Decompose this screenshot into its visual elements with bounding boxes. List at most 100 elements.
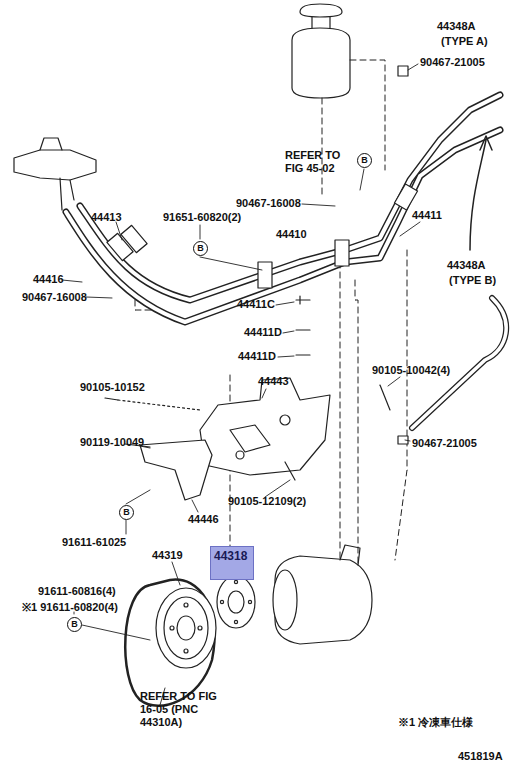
part-number: 44416 [33,273,64,286]
drawing-stroke [80,95,500,300]
drawing-stroke [400,222,420,236]
drawing-stroke [276,302,294,305]
drawing-stroke [140,440,212,500]
part-number: 90467-21005 [420,56,485,69]
drawing-stroke [340,262,341,560]
drawing-stroke [192,500,198,512]
drawing-stroke [170,626,174,630]
circled-mark: B [67,617,82,632]
drawing-stroke [74,612,150,640]
drawing-stroke [300,4,342,17]
drawing-stroke [164,597,208,659]
drawing-stroke [14,4,506,706]
drawing-stroke [230,425,270,452]
drawing-stroke [156,588,216,668]
circled-mark: B [193,241,208,256]
part-number: 90105-10042(4) [372,364,450,377]
drawing-stroke [296,354,310,355]
drawing-stroke [62,280,82,282]
part-number: 44411C [237,298,275,311]
drawing-stroke [217,576,255,628]
note-text: REFER TO FIG 45-02 [285,149,351,175]
drawing-stroke [234,620,237,623]
drawing-stroke [412,298,506,428]
drawing-stroke [280,415,290,425]
drawing-stroke [184,649,188,653]
drawing-stroke [285,462,295,480]
part-number: 44348A [447,259,486,272]
part-number: 90105-10152 [80,381,145,394]
drawing-stroke [258,262,272,288]
drawing-stroke [135,60,407,590]
drawing-stroke [412,298,506,428]
part-number: 91611-61025 [62,536,126,549]
drawing-stroke [480,136,492,150]
part-number: 44411D [244,326,282,339]
part-number: 44446 [188,513,219,526]
part-number: 90467-16008 [236,197,301,210]
part-number: 90105-12109(2) [228,495,306,508]
drawing-stroke [66,130,500,322]
part-number: ※1 冷凍車仕様 [398,716,473,729]
drawing-stroke [405,440,410,441]
note-text: (TYPE A) [441,35,488,48]
drawing-stroke [278,356,294,357]
drawing-stroke [116,222,122,240]
part-number: 44411D [238,350,276,363]
part-number: 44410 [276,228,307,241]
drawing-stroke [172,562,180,585]
drawing-stroke [350,60,385,170]
part-number: 44411 [412,209,442,222]
part-number: 44318 [214,549,250,563]
drawing-stroke [355,280,358,590]
drawing-stroke [200,225,262,270]
drawing-stroke [470,140,486,250]
drawing-stroke [177,616,195,640]
highlighted-part-box: 44318 [210,546,254,580]
part-number: 44319 [152,549,183,562]
drawing-stroke [14,150,96,180]
drawing-stroke [340,545,360,565]
part-number: 91651-60820(2) [163,211,241,224]
drawing-stroke [200,378,330,475]
drawing-stroke [184,603,188,607]
drawing-stroke [296,329,310,330]
drawing-stroke [220,600,223,603]
drawing-stroke [121,225,147,252]
drawing-stroke [273,570,297,630]
drawing-stroke [80,95,500,300]
drawing-stroke [322,98,323,195]
drawing-stroke [228,591,244,613]
part-number: 44413 [91,211,122,224]
drawing-stroke [283,331,294,333]
drawing-stroke [40,138,62,150]
note-text: (TYPE B) [449,274,496,287]
drawing-stroke [265,480,290,497]
part-number: 90467-16008 [22,291,87,304]
mark-letter: B [120,506,133,518]
drawing-stroke [394,184,417,210]
drawing-stroke [66,95,500,322]
drawing-stroke [335,240,349,266]
part-number: 90119-10049 [80,436,144,449]
part-number: 44348A [437,20,476,33]
drawing-stroke [262,389,266,398]
drawing-stroke [60,178,74,210]
drawing-stroke [388,377,400,386]
part-number: 44443 [258,375,289,388]
drawing-stroke [296,296,310,304]
drawing-stroke [66,130,500,322]
mark-letter: B [68,618,81,630]
drawing-stroke [408,64,418,70]
part-number: 91611-60816(4) [38,585,116,598]
drawing-stroke [360,169,364,190]
mark-letter: B [194,242,207,254]
mark-letter: B [358,154,371,166]
circled-mark: B [119,505,134,520]
part-number: ※1 91611-60820(4) [22,601,118,614]
drawing-stroke [248,600,251,603]
drawing-stroke [398,66,408,76]
part-number: 451819A [458,750,503,763]
part-number: 90467-21005 [412,437,477,450]
